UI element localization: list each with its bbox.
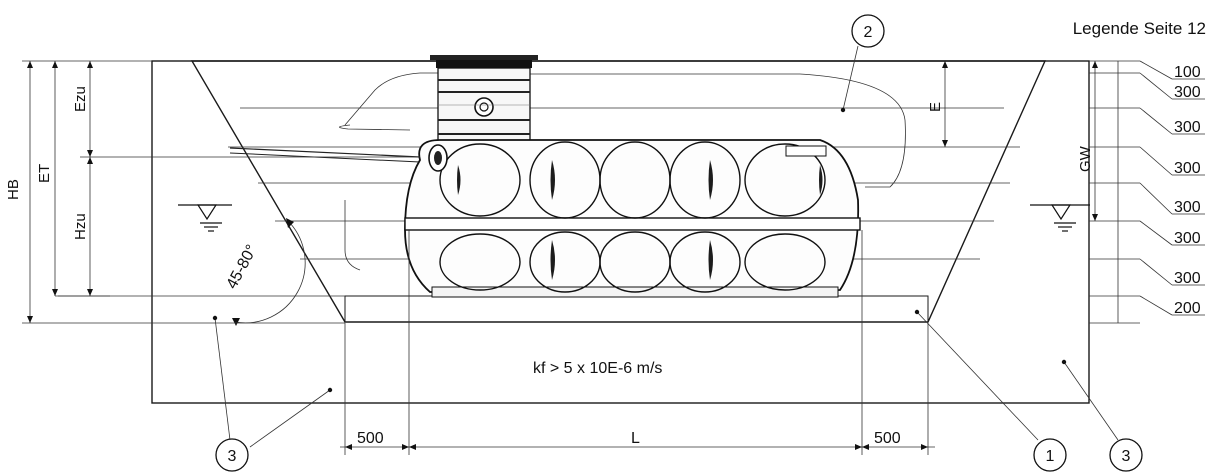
callout-2-label: 2 xyxy=(864,24,873,41)
callout-3-right: 3 xyxy=(1109,438,1143,472)
inlet-pipe xyxy=(229,147,421,158)
soil-permeability-note: kf > 5 x 10E-6 m/s xyxy=(533,360,662,377)
backfill-boundary-lower-left xyxy=(344,200,361,271)
hb-label: HB xyxy=(5,179,22,200)
backfill-boundary-left xyxy=(339,124,411,131)
layer-values: 100 300 300 300 300 300 300 200 xyxy=(1174,64,1201,317)
layer-value-6: 300 xyxy=(1174,230,1201,247)
cistern-tank xyxy=(404,139,861,298)
gravel-bed xyxy=(344,295,929,323)
angle-label: 45-80° xyxy=(224,242,261,292)
callout-2: 2 xyxy=(851,14,885,48)
ezu-label: Ezu xyxy=(72,86,89,112)
backfill-boundary-right xyxy=(530,73,906,188)
backfill-boundary-top xyxy=(344,72,440,126)
gw-label: GW xyxy=(1077,145,1094,172)
water-level-right xyxy=(1030,204,1090,232)
bottom-dim-arrows xyxy=(345,444,928,450)
layer-value-3: 300 xyxy=(1174,119,1201,136)
slope-angle-arc xyxy=(234,222,306,324)
left-dim-arrows xyxy=(27,61,93,323)
right-margin-label: 500 xyxy=(874,430,901,447)
legend-page-note: Legende Seite 12 xyxy=(1073,19,1206,38)
callout-1-label: 1 xyxy=(1046,448,1055,465)
hzu-label: Hzu xyxy=(72,213,89,240)
e-label: E xyxy=(927,102,944,112)
et-label: ET xyxy=(36,164,53,183)
layer-value-1: 100 xyxy=(1174,64,1201,81)
layer-value-5: 300 xyxy=(1174,199,1201,216)
layer-scale xyxy=(1089,60,1205,324)
callout-dots xyxy=(212,107,1067,393)
layer-value-2: 300 xyxy=(1174,84,1201,101)
bottom-dimensions xyxy=(340,230,935,455)
right-dimensions xyxy=(944,61,1096,221)
right-dim-arrows xyxy=(942,61,1098,221)
access-shaft xyxy=(430,55,538,153)
callout-leaders xyxy=(214,45,1119,448)
inlet-pipe-lower xyxy=(229,152,421,163)
left-margin-label: 500 xyxy=(357,430,384,447)
layer-value-7: 300 xyxy=(1174,270,1201,287)
arc-arrow xyxy=(232,318,240,326)
length-label: L xyxy=(631,430,640,447)
arc-arrow-top xyxy=(286,218,294,228)
water-level-left xyxy=(178,204,232,232)
layer-value-8: 200 xyxy=(1174,300,1201,317)
callout-3-left: 3 xyxy=(215,438,249,472)
layer-value-4: 300 xyxy=(1174,160,1201,177)
callout-3-right-label: 3 xyxy=(1122,448,1131,465)
callout-1: 1 xyxy=(1033,438,1067,472)
left-dimensions xyxy=(22,60,420,324)
callout-3-left-label: 3 xyxy=(228,448,237,465)
